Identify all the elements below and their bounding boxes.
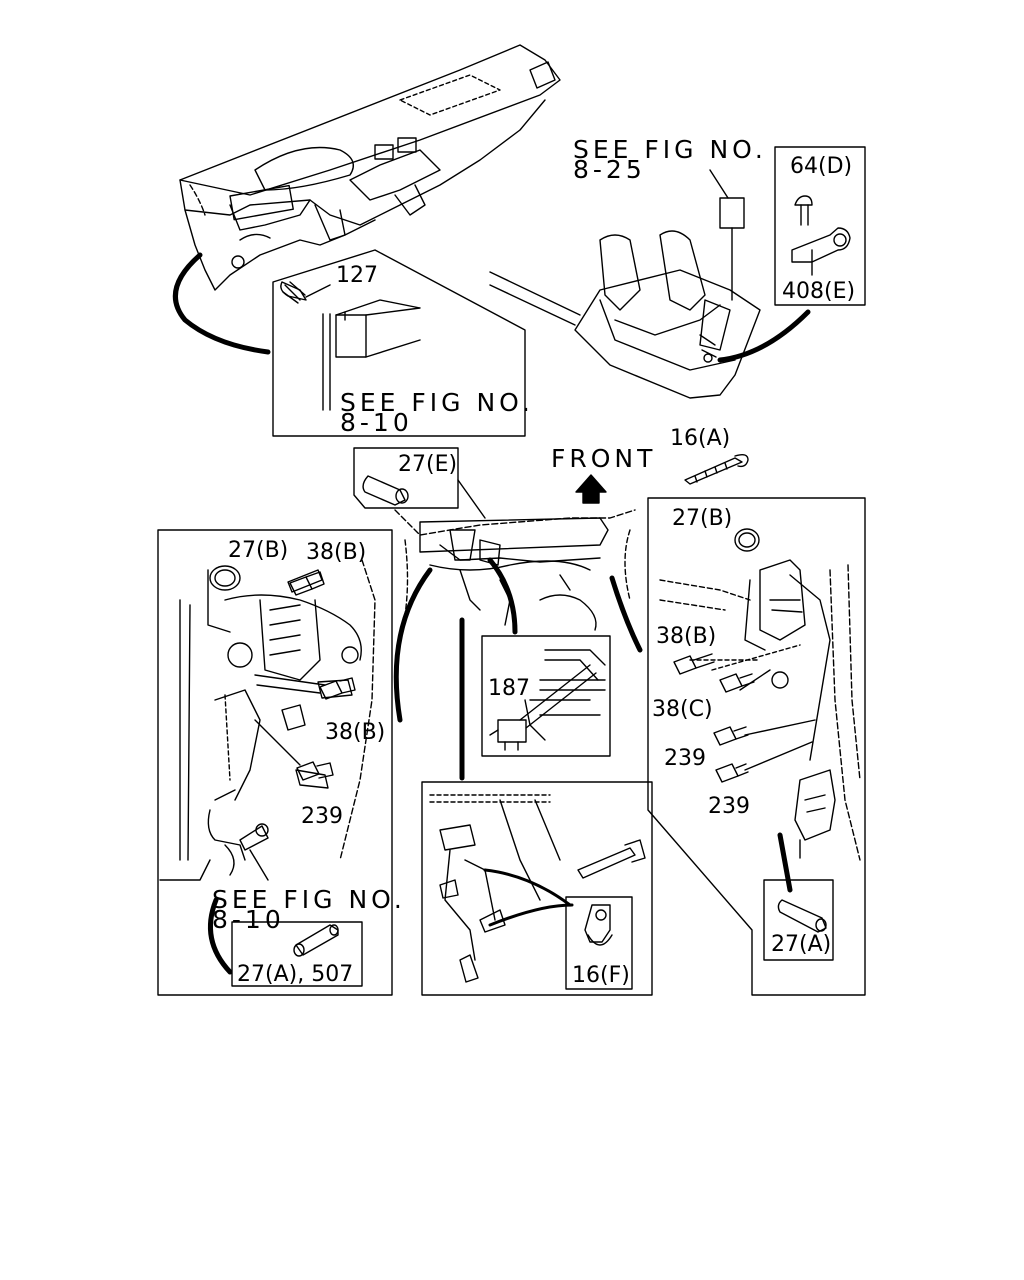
see-fig-8-10-left-line2: 8-10	[212, 905, 285, 934]
detail-box-center-bottom	[421, 781, 653, 996]
see-fig-8-25-line2: 8-25	[573, 155, 646, 184]
label-left-38b-top: 38(B)	[306, 540, 367, 565]
detail-box-right	[647, 497, 866, 996]
label-right-239-a: 239	[664, 746, 706, 771]
front-arrow-icon	[575, 474, 607, 504]
right-bolts	[673, 653, 755, 783]
label-right-27b: 27(B)	[672, 506, 733, 531]
label-left-239: 239	[301, 804, 343, 829]
label-left-27b: 27(B)	[228, 538, 289, 563]
label-187: 187	[488, 676, 530, 701]
see-fig-8-10-left-line1: SEE FIG NO.	[212, 885, 406, 914]
detail-box-27e	[353, 447, 459, 509]
detail-box-left	[157, 529, 393, 996]
inset-27a-right	[763, 879, 834, 961]
label-right-38b: 38(B)	[656, 624, 717, 649]
see-fig-8-10-top-line1: SEE FIG NO.	[340, 388, 534, 417]
label-27a-507: 27(A), 507	[237, 962, 354, 987]
inset-16f	[565, 896, 633, 990]
detail-box-187	[481, 635, 611, 757]
label-64d: 64(D)	[790, 154, 853, 179]
label-right-38c: 38(C)	[652, 697, 713, 722]
cable-tie-16a	[684, 453, 749, 485]
label-127: 127	[336, 263, 378, 288]
label-16f: 16(F)	[572, 963, 630, 988]
see-fig-8-25-line1: SEE FIG NO.	[573, 135, 767, 164]
label-right-27a: 27(A)	[771, 932, 832, 957]
left-bolts	[289, 571, 356, 781]
label-left-38b-mid: 38(B)	[325, 720, 386, 745]
console-illustration	[489, 169, 761, 399]
inset-27a-507	[231, 921, 363, 987]
center-overview	[394, 509, 636, 631]
label-27e: 27(E)	[398, 452, 458, 477]
front-label: FRONT	[551, 444, 657, 473]
detail-box-64d	[774, 146, 866, 306]
label-right-239-b: 239	[708, 794, 750, 819]
label-16a: 16(A)	[670, 426, 731, 451]
dashboard-illustration	[179, 44, 561, 291]
label-408e: 408(E)	[782, 279, 856, 304]
detail-box-127	[272, 249, 526, 437]
see-fig-8-10-top-line2: 8-10	[340, 408, 413, 437]
